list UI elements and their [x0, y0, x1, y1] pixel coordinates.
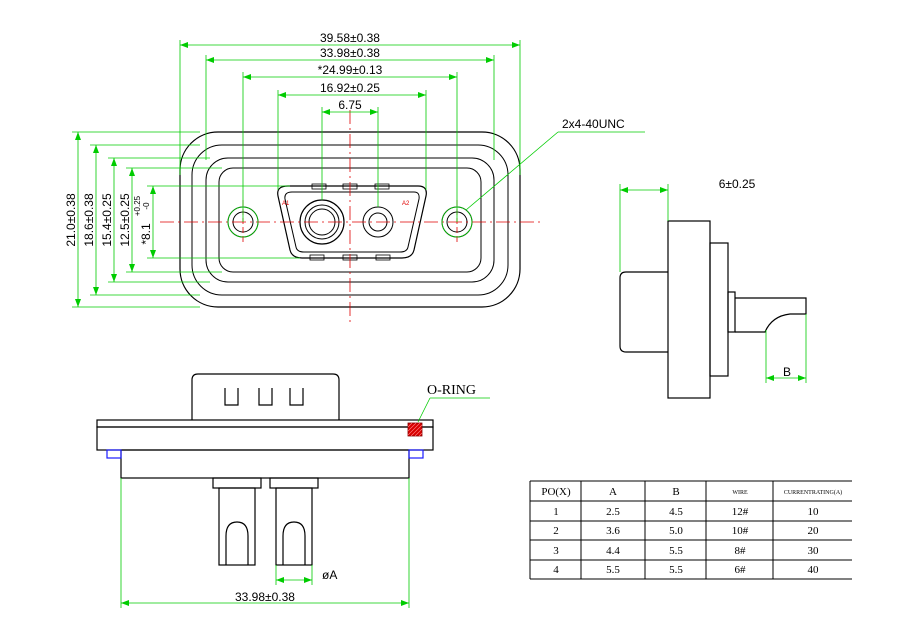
dim-height-outer: 21.0±0.38: [64, 193, 78, 247]
spec-table-text: PO(X) A B WIRE CURRENTRATING(A) 1 2.5 4.5 12# 10 2…: [541, 486, 842, 576]
bottom-pin-left: [212, 477, 262, 489]
dim-height-pin-tol-lower: -0: [142, 202, 151, 210]
table-cell: 1: [553, 506, 559, 518]
table-cell: 6#: [735, 564, 747, 576]
bottom-flange-body: [96, 426, 434, 451]
bottom-cup-left: [225, 521, 249, 565]
table-cell: 4.5: [669, 506, 683, 518]
table-header-3: WIRE: [732, 490, 748, 496]
contact-label-a1: A1: [282, 201, 290, 207]
dim-height-shell: 12.5±0.25: [118, 193, 132, 247]
table-cell: 20: [808, 525, 820, 537]
bottom-dim-arrows: [121, 577, 409, 606]
bottom-wire-left: [218, 487, 256, 566]
table-cell: 4.4: [606, 545, 620, 557]
oring-label: O-RING: [427, 383, 476, 398]
dim-width-mid: 33.98±0.38: [320, 46, 380, 60]
table-cell: 8#: [735, 545, 747, 557]
table-cell: 12#: [732, 506, 749, 518]
front-dimensions: [72, 40, 645, 308]
bottom-tab-right: [408, 449, 424, 459]
table-cell: 10: [808, 506, 820, 518]
side-dim-arrows: [620, 187, 806, 381]
table-header-0: PO(X): [541, 486, 571, 498]
d-shell-outer: [277, 185, 427, 259]
bottom-flange: [96, 419, 434, 428]
front-dim-arrows: [75, 42, 520, 307]
dim-height-pin: *8.1: [139, 223, 153, 245]
dim-width-outer: 39.58±0.38: [320, 31, 380, 45]
bottom-d-shell: [191, 373, 340, 420]
spec-table: [529, 480, 852, 580]
d-shell-inner: [284, 191, 420, 253]
table-cell: 5.5: [669, 564, 683, 576]
dim-height-pin-tol-upper: +0.25: [133, 195, 142, 216]
bottom-wire-right: [275, 487, 313, 566]
bottom-pin-right: [269, 477, 319, 489]
contact-label-a2: A2: [402, 201, 410, 207]
oring-hatch: [407, 422, 423, 437]
dim-hole-pitch: *24.99±0.13: [318, 63, 383, 77]
table-header-2: B: [672, 486, 679, 498]
table-cell: 5.5: [606, 564, 620, 576]
bottom-tab-left: [106, 449, 122, 459]
bottom-slot-2: [258, 388, 273, 406]
key-slot-top-1: [311, 183, 327, 190]
table-cell: 10#: [732, 525, 749, 537]
side-dimensions: [619, 184, 807, 383]
bottom-dim-width: 33.98±0.38: [235, 590, 295, 604]
thread-callout: 2x4-40UNC: [562, 117, 625, 131]
dim-contact-pitch: 6.75: [338, 98, 362, 112]
key-slot-bottom-3: [375, 254, 391, 261]
table-cell: 30: [808, 545, 820, 557]
side-rear-body: [709, 242, 729, 377]
front-view: A1 A2: [160, 110, 540, 325]
side-plug: [619, 271, 668, 353]
bottom-cup-right: [282, 521, 306, 565]
table-cell: 3: [553, 545, 559, 557]
key-slot-bottom-1: [309, 254, 325, 261]
table-cell: 2.5: [606, 506, 620, 518]
side-rear-step: [727, 291, 736, 333]
table-header-1: A: [609, 486, 617, 498]
key-slot-top-3: [374, 183, 390, 190]
bottom-slot-3: [289, 388, 304, 406]
table-cell: 40: [808, 564, 820, 576]
bottom-view: [96, 373, 434, 566]
side-wire-pin: [735, 297, 807, 333]
bottom-rear-body: [120, 449, 410, 479]
table-cell: 5.5: [669, 545, 683, 557]
dim-height-mid: 18.6±0.38: [82, 193, 96, 247]
side-dim-b: B: [783, 365, 791, 379]
dim-height-inner: 15.4±0.25: [100, 193, 114, 247]
oring-leader: [417, 397, 490, 423]
side-dim-depth: 6±0.25: [719, 177, 756, 191]
table-cell: 4: [553, 564, 559, 576]
table-cell: 2: [553, 525, 559, 537]
table-cell: 5.0: [669, 525, 683, 537]
side-flange: [667, 220, 711, 399]
table-header-4: CURRENTRATING(A): [784, 489, 842, 496]
bottom-dimensions: [120, 478, 410, 608]
bottom-slot-1: [224, 388, 239, 406]
dim-shell-width: 16.92±0.25: [320, 81, 380, 95]
bottom-dim-diameter: øA: [322, 568, 337, 582]
side-view: [619, 220, 807, 399]
table-cell: 3.6: [606, 525, 620, 537]
